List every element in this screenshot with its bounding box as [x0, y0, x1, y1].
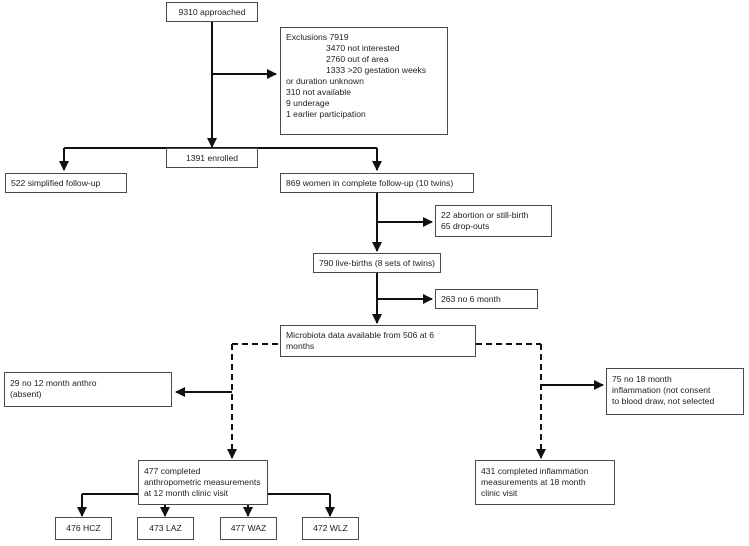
outcome-waz-text: 477 WAZ	[230, 523, 267, 533]
exclusion-line: 9 underage	[286, 98, 330, 108]
outcome-hcz-box: 476 HCZ	[55, 517, 112, 540]
complete-box: 869 women in complete follow-up (10 twin…	[280, 173, 474, 193]
inflammation-line: measurements at 18 month	[481, 477, 586, 487]
no18month-box: 75 no 18 month inflammation (not consent…	[606, 368, 744, 415]
complete-text: 869 women in complete follow-up (10 twin…	[286, 178, 454, 188]
outcome-wlz-text: 472 WLZ	[313, 523, 348, 533]
exclusion-line: 1333 >20 gestation weeks	[326, 65, 427, 75]
outcome-waz-box: 477 WAZ	[220, 517, 277, 540]
anthro-box: 477 completed anthropometric measurement…	[138, 460, 268, 505]
outcome-laz-text: 473 LAZ	[149, 523, 182, 533]
outcome-wlz-box: 472 WLZ	[302, 517, 359, 540]
abortion-line: 22 abortion or still-birth	[441, 210, 529, 220]
no6month-box: 263 no 6 month	[435, 289, 538, 309]
simplified-box: 522 simplified follow-up	[5, 173, 127, 193]
anthro-line: anthropometric measurements	[144, 477, 261, 487]
enrolled-text: 1391 enrolled	[185, 152, 239, 163]
no18month-line: to blood draw, not selected	[612, 396, 715, 406]
dropouts-line: 65 drop-outs	[441, 221, 490, 231]
exclusions-box: Exclusions 7919 3470 not interested 2760…	[280, 27, 448, 135]
approached-text: 9310 approached	[178, 6, 246, 17]
exclusion-line: 1 earlier participation	[286, 109, 366, 119]
no18month-line: inflammation (not consent	[612, 385, 711, 395]
livebirths-box: 790 live-births (8 sets of twins)	[313, 253, 441, 273]
no12month-line: (absent)	[10, 389, 42, 399]
simplified-text: 522 simplified follow-up	[11, 178, 101, 188]
livebirths-text: 790 live-births (8 sets of twins)	[318, 257, 436, 268]
anthro-line: at 12 month clinic visit	[144, 488, 229, 498]
exclusion-line: 310 not available	[286, 87, 351, 97]
exclusions-title: Exclusions 7919	[286, 32, 349, 42]
exclusion-line: 3470 not interested	[326, 43, 400, 53]
abortion-box: 22 abortion or still-birth 65 drop-outs	[435, 205, 552, 237]
inflammation-line: clinic visit	[481, 488, 518, 498]
no12month-line: 29 no 12 month anthro	[10, 378, 97, 388]
no18month-line: 75 no 18 month	[612, 374, 672, 384]
microbiota-line: Microbiota data available from 506 at 6	[286, 330, 435, 340]
microbiota-box: Microbiota data available from 506 at 6 …	[280, 325, 476, 357]
exclusion-line: or duration unknown	[286, 76, 364, 86]
exclusion-line: 2760 out of area	[326, 54, 389, 64]
microbiota-line: months	[286, 341, 315, 351]
enrolled-box: 1391 enrolled	[166, 148, 258, 168]
outcome-hcz-text: 476 HCZ	[66, 523, 101, 533]
outcome-laz-box: 473 LAZ	[137, 517, 194, 540]
no6month-text: 263 no 6 month	[441, 294, 501, 304]
approached-box: 9310 approached	[166, 2, 258, 22]
inflammation-box: 431 completed inflammation measurements …	[475, 460, 615, 505]
no12month-box: 29 no 12 month anthro (absent)	[4, 372, 172, 407]
inflammation-line: 431 completed inflammation	[481, 466, 589, 476]
anthro-line: 477 completed	[144, 466, 201, 476]
